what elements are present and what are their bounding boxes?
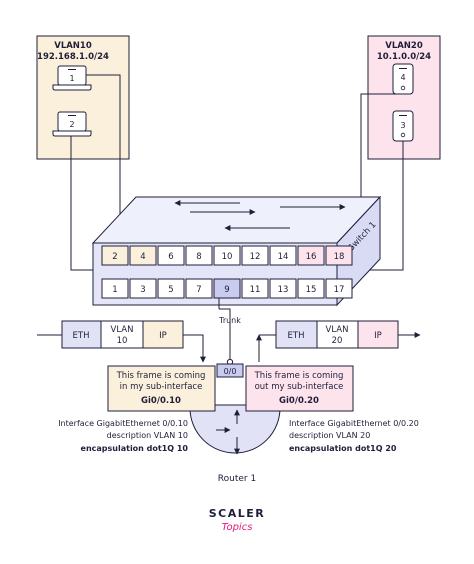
switch-port [101,278,129,299]
laptop-icon: 2 [52,111,92,137]
switch-port-label: 8 [196,252,201,262]
switch-port [157,245,185,266]
host-2-label: 2 [69,120,74,129]
trunk-cable [219,308,231,362]
switch-port-label: 13 [278,285,289,295]
phone-icon: 3 [392,110,414,142]
switch-port-label: 3 [140,285,145,295]
switch-port-label: 1 [112,285,117,295]
vlan10-name: VLAN10 [54,41,92,51]
subif-in-line2: in my sub-interface [120,382,203,392]
scaler-topics-logo: SCALER Topics [209,507,266,533]
switch-port-label: 11 [250,285,261,295]
config-line: description VLAN 20 [289,431,370,440]
subif-out-box [245,365,354,412]
frame-ip: IP [159,331,167,341]
switch-port [129,245,157,266]
router-port-label: 0/0 [224,367,237,376]
switch-port [269,278,297,299]
config-line: encapsulation dot1Q 20 [289,444,397,453]
switch-port [325,278,353,299]
switch-port-label: 17 [334,285,345,295]
switch-port-label: 16 [306,252,317,262]
switch-port-label: 15 [306,285,317,295]
config-left: Interface GigabitEthernet 0/0.10 descrip… [58,419,188,453]
brand-name: SCALER [209,507,266,520]
switch-port [101,245,129,266]
router-body [189,404,281,454]
config-line: Interface GigabitEthernet 0/0.10 [58,419,188,428]
switch-port [213,245,241,266]
switch-port-label: 4 [140,252,145,262]
switch-port [241,278,269,299]
subif-out-line1: This frame is coming [254,371,344,381]
trunk-label: Trunk [218,316,241,325]
subif-in-name: Gi0/0.10 [141,396,181,406]
switch-port [157,278,185,299]
config-line: encapsulation dot1Q 10 [81,444,189,453]
vlan10-subnet: 192.168.1.0/24 [37,52,109,62]
config-right: Interface GigabitEthernet 0/0.20 descrip… [289,419,419,453]
host-1-label: 1 [69,74,74,83]
config-line: description VLAN 10 [107,431,188,440]
switch-port-label: 2 [112,252,117,262]
switch-port-label: 9 [224,285,229,295]
switch-port-label: 18 [334,252,345,262]
switch-port-label: 6 [168,252,173,262]
vlan10-box [36,35,130,160]
switch-port [213,278,241,299]
frame-eth: ETH [288,331,305,341]
vlan20-name: VLAN20 [385,41,423,51]
switch-port [297,278,325,299]
subif-out-line2: out my sub-interface [255,382,344,392]
host-4-label: 4 [400,73,405,82]
switch-port [269,245,297,266]
switch-port-label: 5 [168,285,173,295]
switch-top [91,196,382,244]
switch-port-label: 14 [278,252,289,262]
switch-port [185,278,213,299]
switch-port-label: 12 [250,252,261,262]
frame-eth: ETH [73,331,90,341]
host-3-label: 3 [400,121,405,130]
laptop-icon: 1 [52,65,92,91]
router-label: Router 1 [218,474,256,484]
config-line: Interface GigabitEthernet 0/0.20 [289,419,419,428]
switch-port [129,278,157,299]
frame-ip: IP [374,331,382,341]
subif-in-box [107,365,216,412]
subif-in-line1: This frame is coming [116,371,206,381]
subif-out-name: Gi0/0.20 [279,396,319,406]
vlan20-subnet: 10.1.0.0/24 [377,52,431,62]
switch-port-label: 7 [196,285,201,295]
switch-port-label: 10 [222,252,233,262]
phone-icon: 4 [392,63,414,95]
switch-port [297,245,325,266]
router-port [216,363,244,378]
switch-port [241,245,269,266]
brand-sub: Topics [222,522,253,533]
switch-port [325,245,353,266]
switch-port [185,245,213,266]
